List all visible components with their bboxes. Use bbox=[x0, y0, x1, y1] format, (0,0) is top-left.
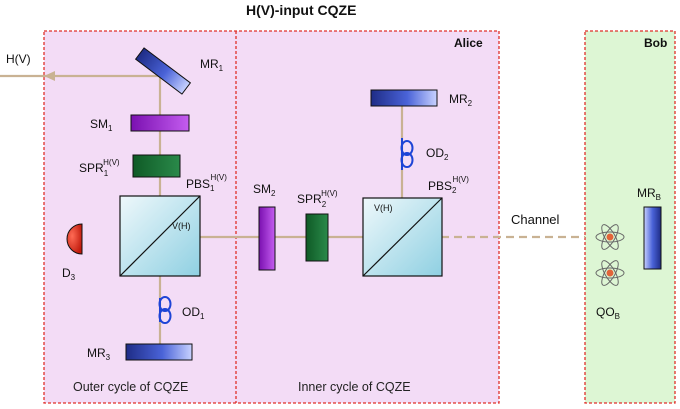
spr2-label: SPR2H(V) bbox=[297, 189, 338, 209]
bob-label: Bob bbox=[644, 36, 667, 50]
mirror-mr3 bbox=[125, 343, 193, 361]
od1-label: OD1 bbox=[182, 305, 205, 321]
spr1-element bbox=[132, 154, 181, 178]
mr3-label: MR3 bbox=[87, 346, 111, 362]
alice-label: Alice bbox=[454, 36, 483, 50]
spr2-element bbox=[305, 213, 329, 262]
channel-label: Channel bbox=[511, 212, 560, 227]
mirror-mr2 bbox=[370, 89, 438, 107]
od2-label: OD2 bbox=[426, 146, 449, 162]
sm1-label: SM1 bbox=[90, 117, 113, 133]
detector-d3 bbox=[66, 223, 83, 255]
pbs1-label: PBS1H(V) bbox=[186, 173, 227, 193]
mirror-mr1 bbox=[134, 47, 192, 95]
input-label: H(V) bbox=[6, 52, 31, 66]
d3-label: D3 bbox=[62, 266, 76, 282]
qob-label: QOB bbox=[596, 305, 620, 321]
qo-atom-icon bbox=[595, 260, 625, 286]
qo-atom-icon bbox=[595, 224, 625, 250]
sm1-element bbox=[130, 114, 190, 132]
mr2-label: MR2 bbox=[449, 92, 473, 108]
mrb-label: MRB bbox=[637, 186, 661, 202]
mr1-label: MR1 bbox=[200, 57, 224, 73]
diagram-title: H(V)-input CQZE bbox=[246, 2, 356, 18]
od1-fiber-icon bbox=[158, 296, 172, 324]
pbs1-element bbox=[119, 195, 201, 277]
input-arrow-icon bbox=[44, 71, 55, 81]
outer-cycle-label: Outer cycle of CQZE bbox=[73, 380, 188, 394]
pbs2-element bbox=[362, 197, 443, 277]
spr1-label: SPR1H(V) bbox=[79, 158, 120, 178]
mirror-mrb bbox=[643, 206, 662, 270]
inner-cycle-label: Inner cycle of CQZE bbox=[298, 380, 411, 394]
sm2-label: SM2 bbox=[253, 182, 276, 198]
od2-fiber-icon bbox=[400, 138, 414, 170]
sm2-element bbox=[258, 206, 276, 271]
pbs1-port-label: V(H) bbox=[172, 221, 191, 231]
pbs2-port-label: V(H) bbox=[374, 203, 393, 213]
pbs2-label: PBS2H(V) bbox=[428, 175, 469, 195]
